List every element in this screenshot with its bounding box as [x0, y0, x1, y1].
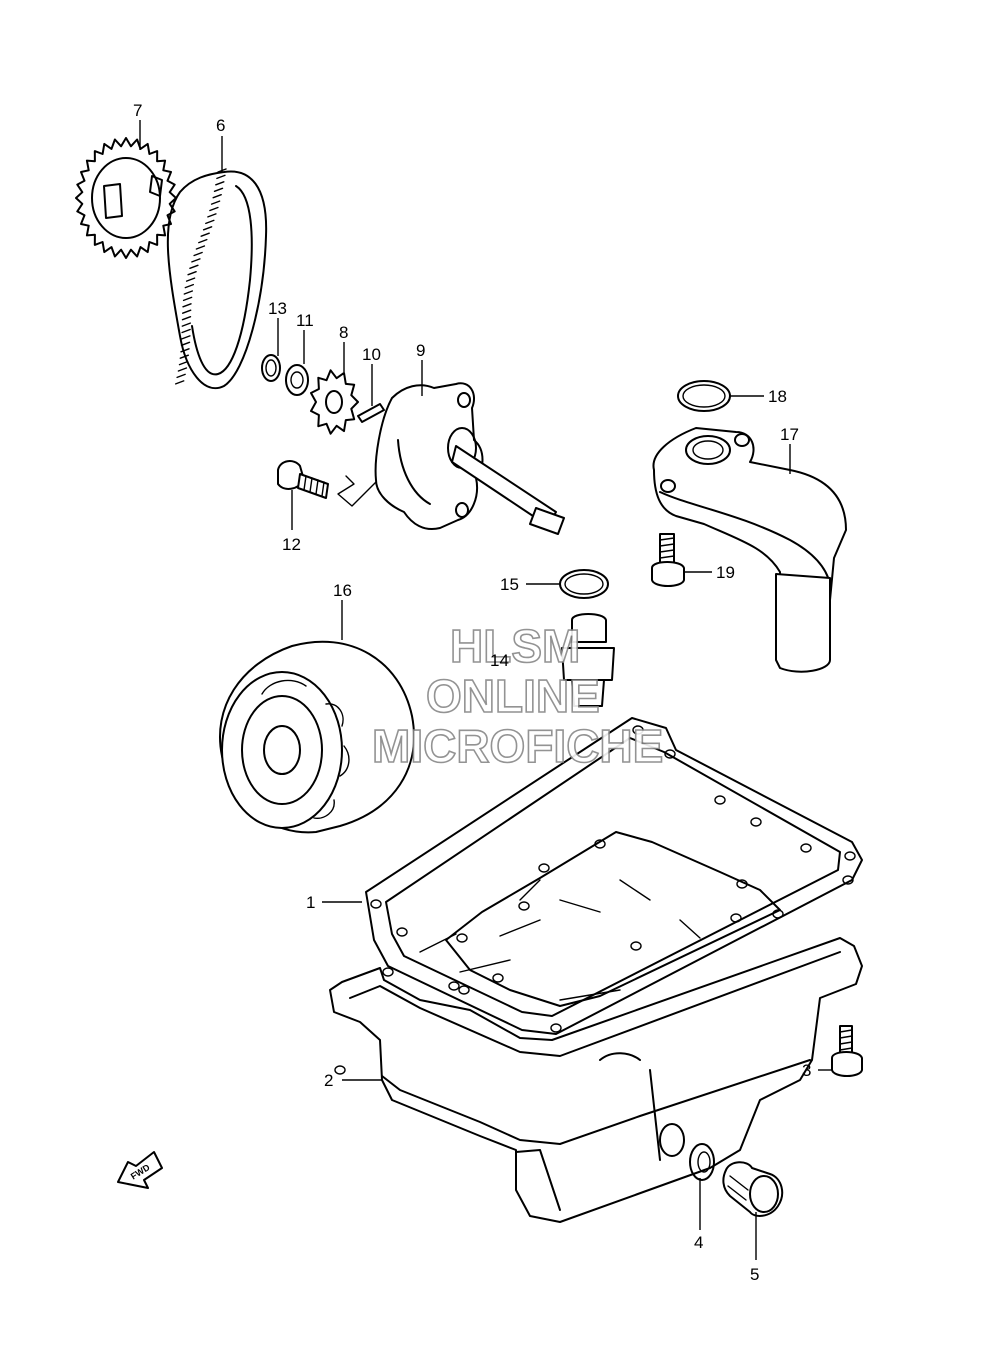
- callout-1[interactable]: 1: [306, 893, 315, 912]
- watermark-line-2: ONLINE: [426, 670, 600, 722]
- watermark: HLSM ONLINE MICROFICHE: [371, 619, 664, 773]
- callout-7[interactable]: 7: [133, 101, 142, 120]
- part-10-pin[interactable]: [357, 403, 385, 423]
- callout-9[interactable]: 9: [416, 341, 425, 360]
- bolt-hole: [396, 927, 408, 937]
- bolt-hole: [800, 843, 812, 853]
- bolt-hole: [844, 851, 856, 861]
- part-12-bolt[interactable]: [277, 460, 329, 499]
- bolt-hole: [730, 913, 742, 923]
- callout-4[interactable]: 4: [694, 1233, 703, 1252]
- bolt-hole: [550, 1023, 562, 1033]
- part-11-washer[interactable]: [285, 364, 309, 396]
- bolt-hole: [664, 749, 676, 759]
- bolt-hole: [842, 875, 854, 885]
- bolt-hole: [714, 795, 726, 805]
- bolt-hole: [630, 941, 642, 951]
- callout-3[interactable]: 3: [802, 1061, 811, 1080]
- callout-16[interactable]: 16: [333, 581, 352, 600]
- part-14-pressure-switch[interactable]: [561, 613, 615, 707]
- bolt-hole: [456, 933, 468, 943]
- callout-18[interactable]: 18: [768, 387, 787, 406]
- callout-13[interactable]: 13: [268, 299, 287, 318]
- bolt-hole: [458, 985, 470, 995]
- part-9-oil-pump[interactable]: [337, 382, 565, 535]
- callout-12[interactable]: 12: [282, 535, 301, 554]
- callout-19[interactable]: 19: [716, 563, 735, 582]
- bolt-hole: [382, 967, 394, 977]
- watermark-line-1: HLSM: [450, 620, 580, 672]
- bolt-hole: [492, 973, 504, 983]
- watermark-line-3: MICROFICHE: [372, 720, 663, 772]
- callout-11[interactable]: 11: [296, 311, 314, 330]
- bolt-hole: [518, 901, 530, 911]
- part-17-strainer[interactable]: [652, 427, 847, 673]
- part-19-bolt[interactable]: [651, 533, 685, 587]
- callout-2[interactable]: 2: [324, 1071, 333, 1090]
- callout-6[interactable]: 6: [216, 116, 225, 135]
- part-6-chain[interactable]: [166, 168, 268, 389]
- part-7-sprocket[interactable]: [75, 137, 177, 259]
- part-8-gear[interactable]: [310, 369, 359, 435]
- part-15-o-ring[interactable]: [559, 569, 609, 599]
- part-13-circlip[interactable]: [261, 354, 281, 382]
- part-4-washer[interactable]: [689, 1143, 715, 1181]
- part-2-oil-pan[interactable]: [329, 831, 863, 1223]
- fwd-arrow-icon: FWD: [117, 1151, 163, 1189]
- part-3-bolt[interactable]: [831, 1025, 863, 1077]
- part-16-oil-filter[interactable]: [219, 640, 415, 834]
- leader-lines: [139, 120, 832, 1260]
- bolt-hole: [334, 1065, 346, 1075]
- bolt-hole: [538, 863, 550, 873]
- callout-10[interactable]: 10: [362, 345, 381, 364]
- bolt-hole: [370, 899, 382, 909]
- part-18-o-ring[interactable]: [677, 380, 731, 412]
- callout-17[interactable]: 17: [780, 425, 799, 444]
- callout-14[interactable]: 14: [490, 651, 509, 670]
- bolt-hole: [750, 817, 762, 827]
- bolt-hole: [448, 981, 460, 991]
- part-5-drain-plug[interactable]: [722, 1161, 784, 1217]
- callout-15[interactable]: 15: [500, 575, 519, 594]
- callout-5[interactable]: 5: [750, 1265, 759, 1284]
- bolt-hole: [632, 725, 644, 735]
- callout-8[interactable]: 8: [339, 323, 348, 342]
- callout-labels: 7 6 13 11 8 10 9 12 16 18 17 19 15 14 1 …: [133, 101, 811, 1284]
